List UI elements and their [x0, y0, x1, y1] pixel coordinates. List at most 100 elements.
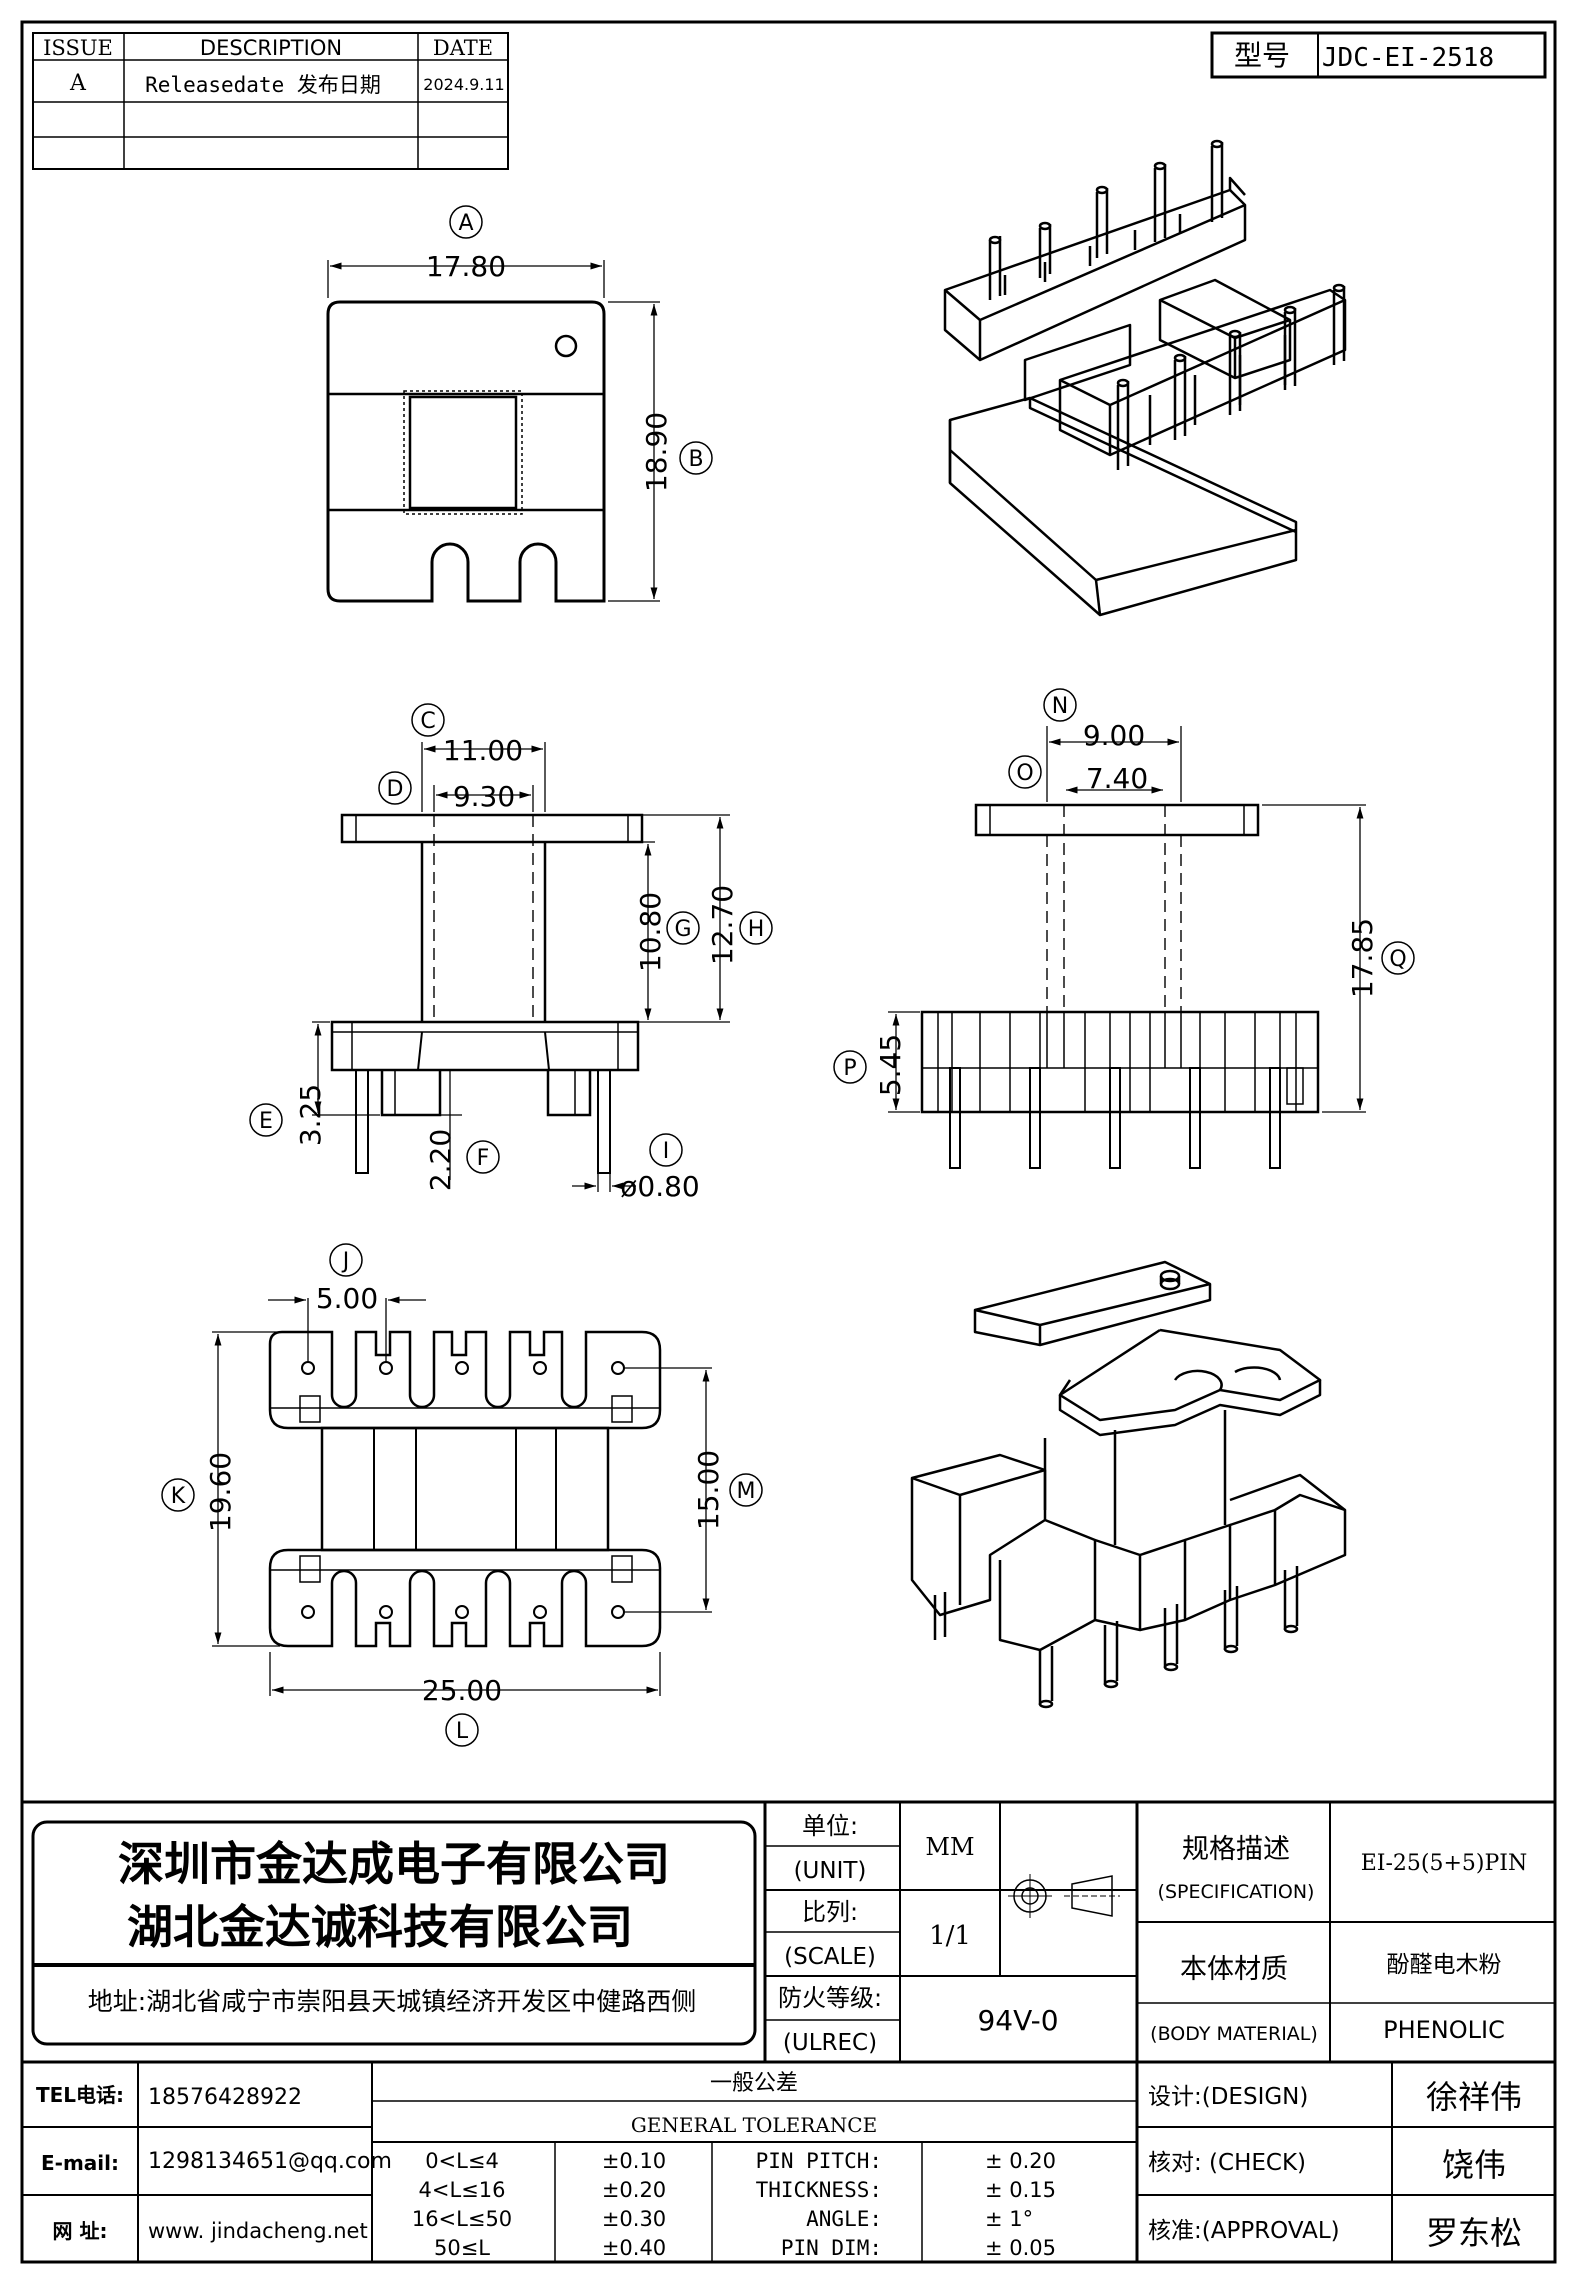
spec-label: 规格描述 — [1182, 1834, 1290, 1865]
svg-text:D: D — [387, 777, 404, 802]
tol-item-value: ± 0.15 — [985, 2178, 1056, 2202]
title-block: 深圳市金达成电子有限公司 湖北金达诚科技有限公司 地址:湖北省咸宁市崇阳县天城镇… — [22, 1800, 1555, 2262]
tol-value: ±0.20 — [602, 2178, 666, 2202]
projection-symbol-icon — [1008, 1874, 1120, 1918]
dim-F: 2.20 — [424, 1129, 457, 1191]
tol-item: PIN DIM: — [781, 2236, 882, 2260]
dim-I: ø0.80 — [620, 1170, 699, 1203]
tol-item: ANGLE: — [806, 2207, 882, 2231]
design-label: 设计:(DESIGN) — [1148, 2084, 1308, 2110]
dim-O: 7.40 — [1086, 762, 1148, 795]
dim-M: 15.00 — [692, 1450, 725, 1530]
isometric-view-exploded — [943, 139, 1347, 617]
material-value-cn: 酚醛电木粉 — [1387, 1952, 1502, 1978]
spec-label-en: (SPECIFICATION) — [1158, 1881, 1315, 1903]
approver-name: 罗东松 — [1426, 2214, 1522, 2252]
scale-label-en: (SCALE) — [784, 1944, 876, 1970]
svg-text:N: N — [1052, 694, 1068, 719]
tol-value: ±0.40 — [602, 2236, 666, 2260]
svg-text:M: M — [737, 1479, 756, 1504]
svg-text:E: E — [259, 1109, 273, 1134]
tol-range: 50≤L — [434, 2236, 490, 2260]
dim-D: 9.30 — [453, 780, 515, 813]
scale-label: 比列: — [802, 1898, 858, 1926]
email-label: E-mail: — [41, 2151, 119, 2175]
tol-item-value: ± 0.20 — [985, 2149, 1056, 2173]
tol-value: ±0.30 — [602, 2207, 666, 2231]
tolerance-row: 50≤L ±0.40 PIN DIM: ± 0.05 — [434, 2236, 1056, 2260]
sheet-border — [20, 20, 1557, 2264]
web-label: 网 址: — [53, 2219, 108, 2243]
svg-text:H: H — [748, 917, 765, 942]
scale-value: 1/1 — [929, 1921, 971, 1951]
top-view: A 17.80 18.90 B — [326, 205, 713, 603]
svg-text:B: B — [688, 447, 703, 472]
svg-text:I: I — [663, 1139, 670, 1164]
svg-text:O: O — [1016, 761, 1033, 786]
dim-Q: 17.85 — [1346, 918, 1379, 998]
svg-text:K: K — [171, 1484, 186, 1509]
tol-range: 0<L≤4 — [425, 2149, 499, 2173]
unit-label-en: (UNIT) — [794, 1858, 867, 1884]
material-label: 本体材质 — [1180, 1954, 1288, 1985]
dim-N: 9.00 — [1083, 719, 1145, 752]
material-label-en: (BODY MATERIAL) — [1150, 2023, 1318, 2045]
tol-range: 16<L≤50 — [412, 2207, 512, 2231]
unit-value: MM — [925, 1833, 974, 1861]
svg-text:J: J — [341, 1249, 350, 1274]
dim-L: 25.00 — [422, 1674, 502, 1707]
isometric-view-assembled — [910, 1260, 1347, 1709]
tol-item-value: ± 1° — [985, 2207, 1033, 2231]
model-value: JDC-EI-2518 — [1322, 43, 1494, 73]
tolerance-row: 4<L≤16 ±0.20 THICKNESS: ± 0.15 — [419, 2178, 1057, 2202]
issue-header: ISSUE — [43, 36, 113, 60]
description-value: Releasedate 发布日期 — [145, 73, 381, 97]
svg-text:F: F — [477, 1146, 490, 1171]
svg-text:G: G — [674, 917, 691, 942]
svg-text:A: A — [458, 211, 473, 236]
issue-value: A — [69, 71, 87, 96]
ul-label-en: (ULREC) — [783, 2030, 877, 2056]
tolerance-title-en: GENERAL TOLERANCE — [631, 2113, 877, 2137]
date-value: 2024.9.11 — [423, 75, 504, 94]
dim-C: 11.00 — [443, 734, 523, 767]
material-value-en: PHENOLIC — [1383, 2016, 1505, 2044]
date-header: DATE — [433, 36, 493, 60]
dim-A: 17.80 — [426, 250, 506, 283]
svg-text:C: C — [420, 709, 435, 734]
ul-value: 94V-0 — [977, 2004, 1058, 2037]
tol-item: PIN PITCH: — [756, 2149, 882, 2173]
model-label: 型号 — [1234, 39, 1290, 72]
dim-P: 5.45 — [874, 1034, 907, 1096]
front-view: C 11.00 D 9.30 10.80 G 12.70 H 3.25 E 2.… — [249, 703, 773, 1203]
dim-J: 5.00 — [316, 1282, 378, 1315]
ul-label: 防火等级: — [778, 1984, 882, 2012]
company-name-1: 深圳市金达成电子有限公司 — [118, 1837, 670, 1891]
tol-item-value: ± 0.05 — [985, 2236, 1056, 2260]
tol-item: THICKNESS: — [756, 2178, 882, 2202]
tol-value: ±0.10 — [602, 2149, 666, 2173]
email-value: 1298134651@qq.com — [148, 2149, 392, 2174]
svg-text:P: P — [843, 1056, 856, 1081]
checker-name: 饶伟 — [1442, 2146, 1506, 2184]
tolerance-title-cn: 一般公差 — [710, 2071, 798, 2096]
designer-name: 徐祥伟 — [1426, 2078, 1522, 2116]
check-label: 核对: (CHECK) — [1148, 2150, 1306, 2176]
web-value: www. jindacheng.net — [148, 2219, 368, 2243]
approval-label: 核准:(APPROVAL) — [1148, 2218, 1340, 2244]
tel-value: 18576428922 — [148, 2085, 302, 2110]
tolerance-row: 16<L≤50 ±0.30 ANGLE: ± 1° — [412, 2207, 1033, 2231]
dim-H: 12.70 — [706, 885, 739, 965]
company-address: 地址:湖北省咸宁市崇阳县天城镇经济开发区中健路西侧 — [88, 1987, 696, 2016]
dim-K: 19.60 — [204, 1452, 237, 1532]
svg-text:L: L — [456, 1719, 469, 1744]
company-name-2: 湖北金达诚科技有限公司 — [127, 1900, 633, 1954]
model-box: 型号 JDC-EI-2518 — [1210, 31, 1547, 79]
bottom-view: J 5.00 19.60 K 15.00 M 25.00 L — [161, 1243, 763, 1747]
spec-value: EI-25(5+5)PIN — [1361, 1851, 1528, 1876]
description-header: DESCRIPTION — [200, 36, 342, 60]
dim-G: 10.80 — [634, 892, 667, 972]
dim-E: 3.25 — [294, 1084, 327, 1146]
dim-B: 18.90 — [640, 412, 673, 492]
